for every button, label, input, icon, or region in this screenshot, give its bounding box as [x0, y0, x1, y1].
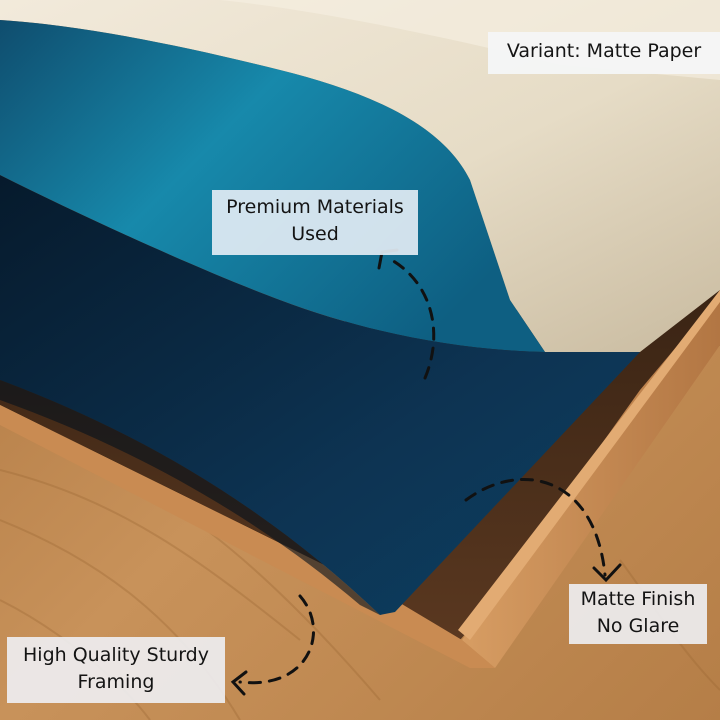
teal-wave — [0, 20, 545, 352]
premium-line-1: Premium Materials — [226, 196, 404, 218]
arrow-matte — [464, 478, 622, 583]
paper-curl-shadow — [0, 380, 380, 615]
navy-wave — [0, 175, 640, 615]
framing-line-2: Framing — [77, 671, 155, 693]
arrow-framing — [230, 594, 315, 696]
premium-materials-label: Premium Materials Used — [212, 190, 418, 255]
matte-line-1: Matte Finish — [580, 588, 696, 610]
frame-right-top — [458, 290, 720, 640]
framing-label: High Quality Sturdy Framing — [7, 637, 225, 703]
paper-cream-area — [0, 0, 720, 352]
matte-finish-label: Matte Finish No Glare — [569, 584, 707, 644]
matte-line-2: No Glare — [596, 615, 680, 637]
premium-line-2: Used — [291, 223, 339, 245]
framing-line-1: High Quality Sturdy — [23, 644, 209, 666]
variant-label-text: Variant: Matte Paper — [506, 40, 702, 62]
variant-label: Variant: Matte Paper — [488, 32, 720, 74]
